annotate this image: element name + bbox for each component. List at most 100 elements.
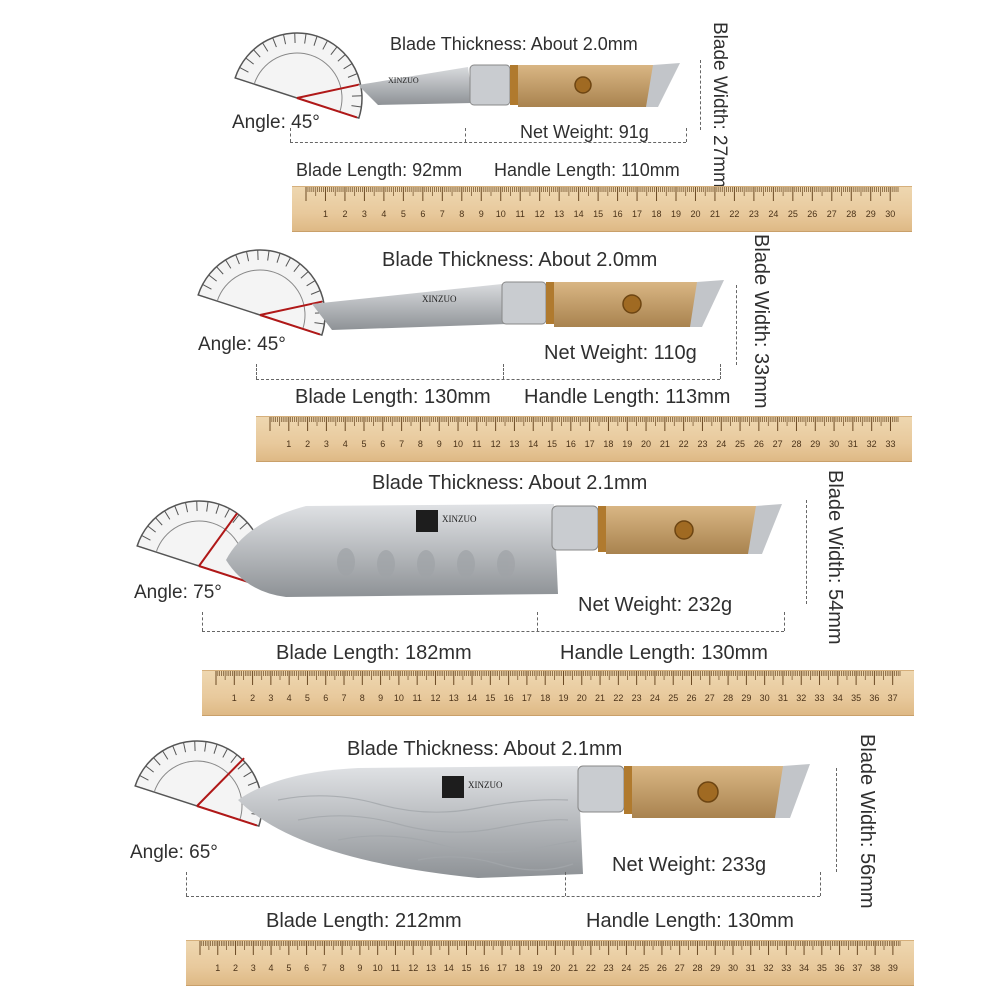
ruler-number: 34 [799, 963, 809, 973]
ruler-number: 25 [668, 693, 678, 703]
santoku-knife-image: XINZUO [226, 504, 782, 597]
ruler-number: 23 [697, 439, 707, 449]
ruler-number: 19 [622, 439, 632, 449]
ruler-number: 26 [687, 693, 697, 703]
ruler-number: 38 [870, 963, 880, 973]
ruler-number: 12 [408, 963, 418, 973]
ruler-number: 15 [547, 439, 557, 449]
blade-thickness-label: Blade Thickness: About 2.0mm [390, 34, 638, 54]
ruler-number: 30 [829, 439, 839, 449]
knife-spec-1: Angle: 45° XINZUO Blade Thickness: About… [0, 0, 1000, 235]
measure-tick [465, 128, 466, 142]
ruler-number: 4 [287, 693, 292, 703]
ruler-number: 10 [373, 963, 383, 973]
ruler-number: 11 [391, 963, 400, 973]
ruler-number: 18 [603, 439, 613, 449]
ruler-number: 13 [426, 963, 436, 973]
ruler-number: 6 [420, 209, 425, 219]
ruler-number: 1 [286, 439, 291, 449]
ruler-number: 31 [746, 963, 756, 973]
ruler-number: 8 [418, 439, 423, 449]
blade-length-label: Blade Length: 212mm [266, 910, 462, 932]
ruler-number: 5 [286, 963, 291, 973]
ruler-number: 26 [754, 439, 764, 449]
ruler-number: 11 [472, 439, 481, 449]
ruler-number: 7 [440, 209, 445, 219]
ruler-number: 33 [815, 693, 825, 703]
ruler-number: 35 [817, 963, 827, 973]
ruler-number: 3 [251, 963, 256, 973]
ruler-number: 21 [595, 693, 605, 703]
ruler-number: 5 [362, 439, 367, 449]
blade-width-label: Blade Width: 56mm [856, 734, 878, 909]
ruler-number: 16 [479, 963, 489, 973]
ruler-number: 26 [657, 963, 667, 973]
ruler-number: 33 [885, 439, 895, 449]
measure-tick [537, 612, 538, 631]
ruler-number: 15 [485, 693, 495, 703]
ruler-number: 5 [401, 209, 406, 219]
ruler-number: 39 [888, 963, 898, 973]
angle-label: Angle: 65° [130, 842, 218, 863]
ruler-number: 18 [652, 209, 662, 219]
measure-line [186, 896, 820, 897]
ruler-number: 3 [268, 693, 273, 703]
blade-thickness-label: Blade Thickness: About 2.1mm [372, 472, 648, 494]
ruler-number: 23 [749, 209, 759, 219]
ruler-number: 29 [810, 439, 820, 449]
ruler-number: 12 [491, 439, 501, 449]
ruler-number: 21 [660, 439, 670, 449]
paring-knife-image: XINZUO [358, 63, 680, 107]
measure-tick [256, 364, 257, 379]
ruler-number: 10 [394, 693, 404, 703]
ruler-number: 36 [869, 693, 879, 703]
ruler-number: 14 [467, 693, 477, 703]
ruler-number: 16 [566, 439, 576, 449]
ruler-number: 19 [558, 693, 568, 703]
ruler-number: 14 [574, 209, 584, 219]
ruler-number: 13 [449, 693, 459, 703]
ruler-number: 7 [399, 439, 404, 449]
ruler-number: 20 [690, 209, 700, 219]
blade-length-label: Blade Length: 130mm [295, 386, 491, 408]
ruler-number: 9 [378, 693, 383, 703]
ruler-number: 24 [716, 439, 726, 449]
blade-length-label: Blade Length: 92mm [296, 160, 463, 180]
ruler-number: 21 [710, 209, 720, 219]
ruler-number: 15 [461, 963, 471, 973]
ruler-number: 5 [305, 693, 310, 703]
angle-label: Angle: 45° [232, 112, 320, 133]
ruler-number: 32 [867, 439, 877, 449]
ruler-number: 13 [509, 439, 519, 449]
ruler-number: 11 [413, 693, 422, 703]
ruler-number: 36 [835, 963, 845, 973]
ruler-number: 23 [604, 963, 614, 973]
ruler-number: 20 [577, 693, 587, 703]
width-line [700, 60, 701, 130]
net-weight-label: Net Weight: 232g [578, 594, 733, 616]
ruler-number: 23 [632, 693, 642, 703]
handle-length-label: Handle Length: 113mm [524, 386, 731, 408]
ruler-number: 30 [885, 209, 895, 219]
ruler-number: 28 [846, 209, 856, 219]
handle-length-label: Handle Length: 130mm [560, 642, 768, 664]
ruler-number: 28 [692, 963, 702, 973]
width-line [736, 285, 737, 365]
ruler-number: 19 [671, 209, 681, 219]
ruler-number: 2 [250, 693, 255, 703]
ruler-number: 13 [554, 209, 564, 219]
ruler-number: 19 [533, 963, 543, 973]
measure-tick [565, 872, 566, 896]
measure-tick [290, 128, 291, 142]
ruler-number: 8 [459, 209, 464, 219]
ruler-number: 6 [323, 693, 328, 703]
measure-tick [186, 872, 187, 896]
width-line [836, 768, 837, 872]
ruler-number: 15 [593, 209, 603, 219]
ruler-number: 27 [705, 693, 715, 703]
svg-text:XINZUO: XINZUO [422, 294, 457, 304]
ruler-number: 32 [796, 693, 806, 703]
